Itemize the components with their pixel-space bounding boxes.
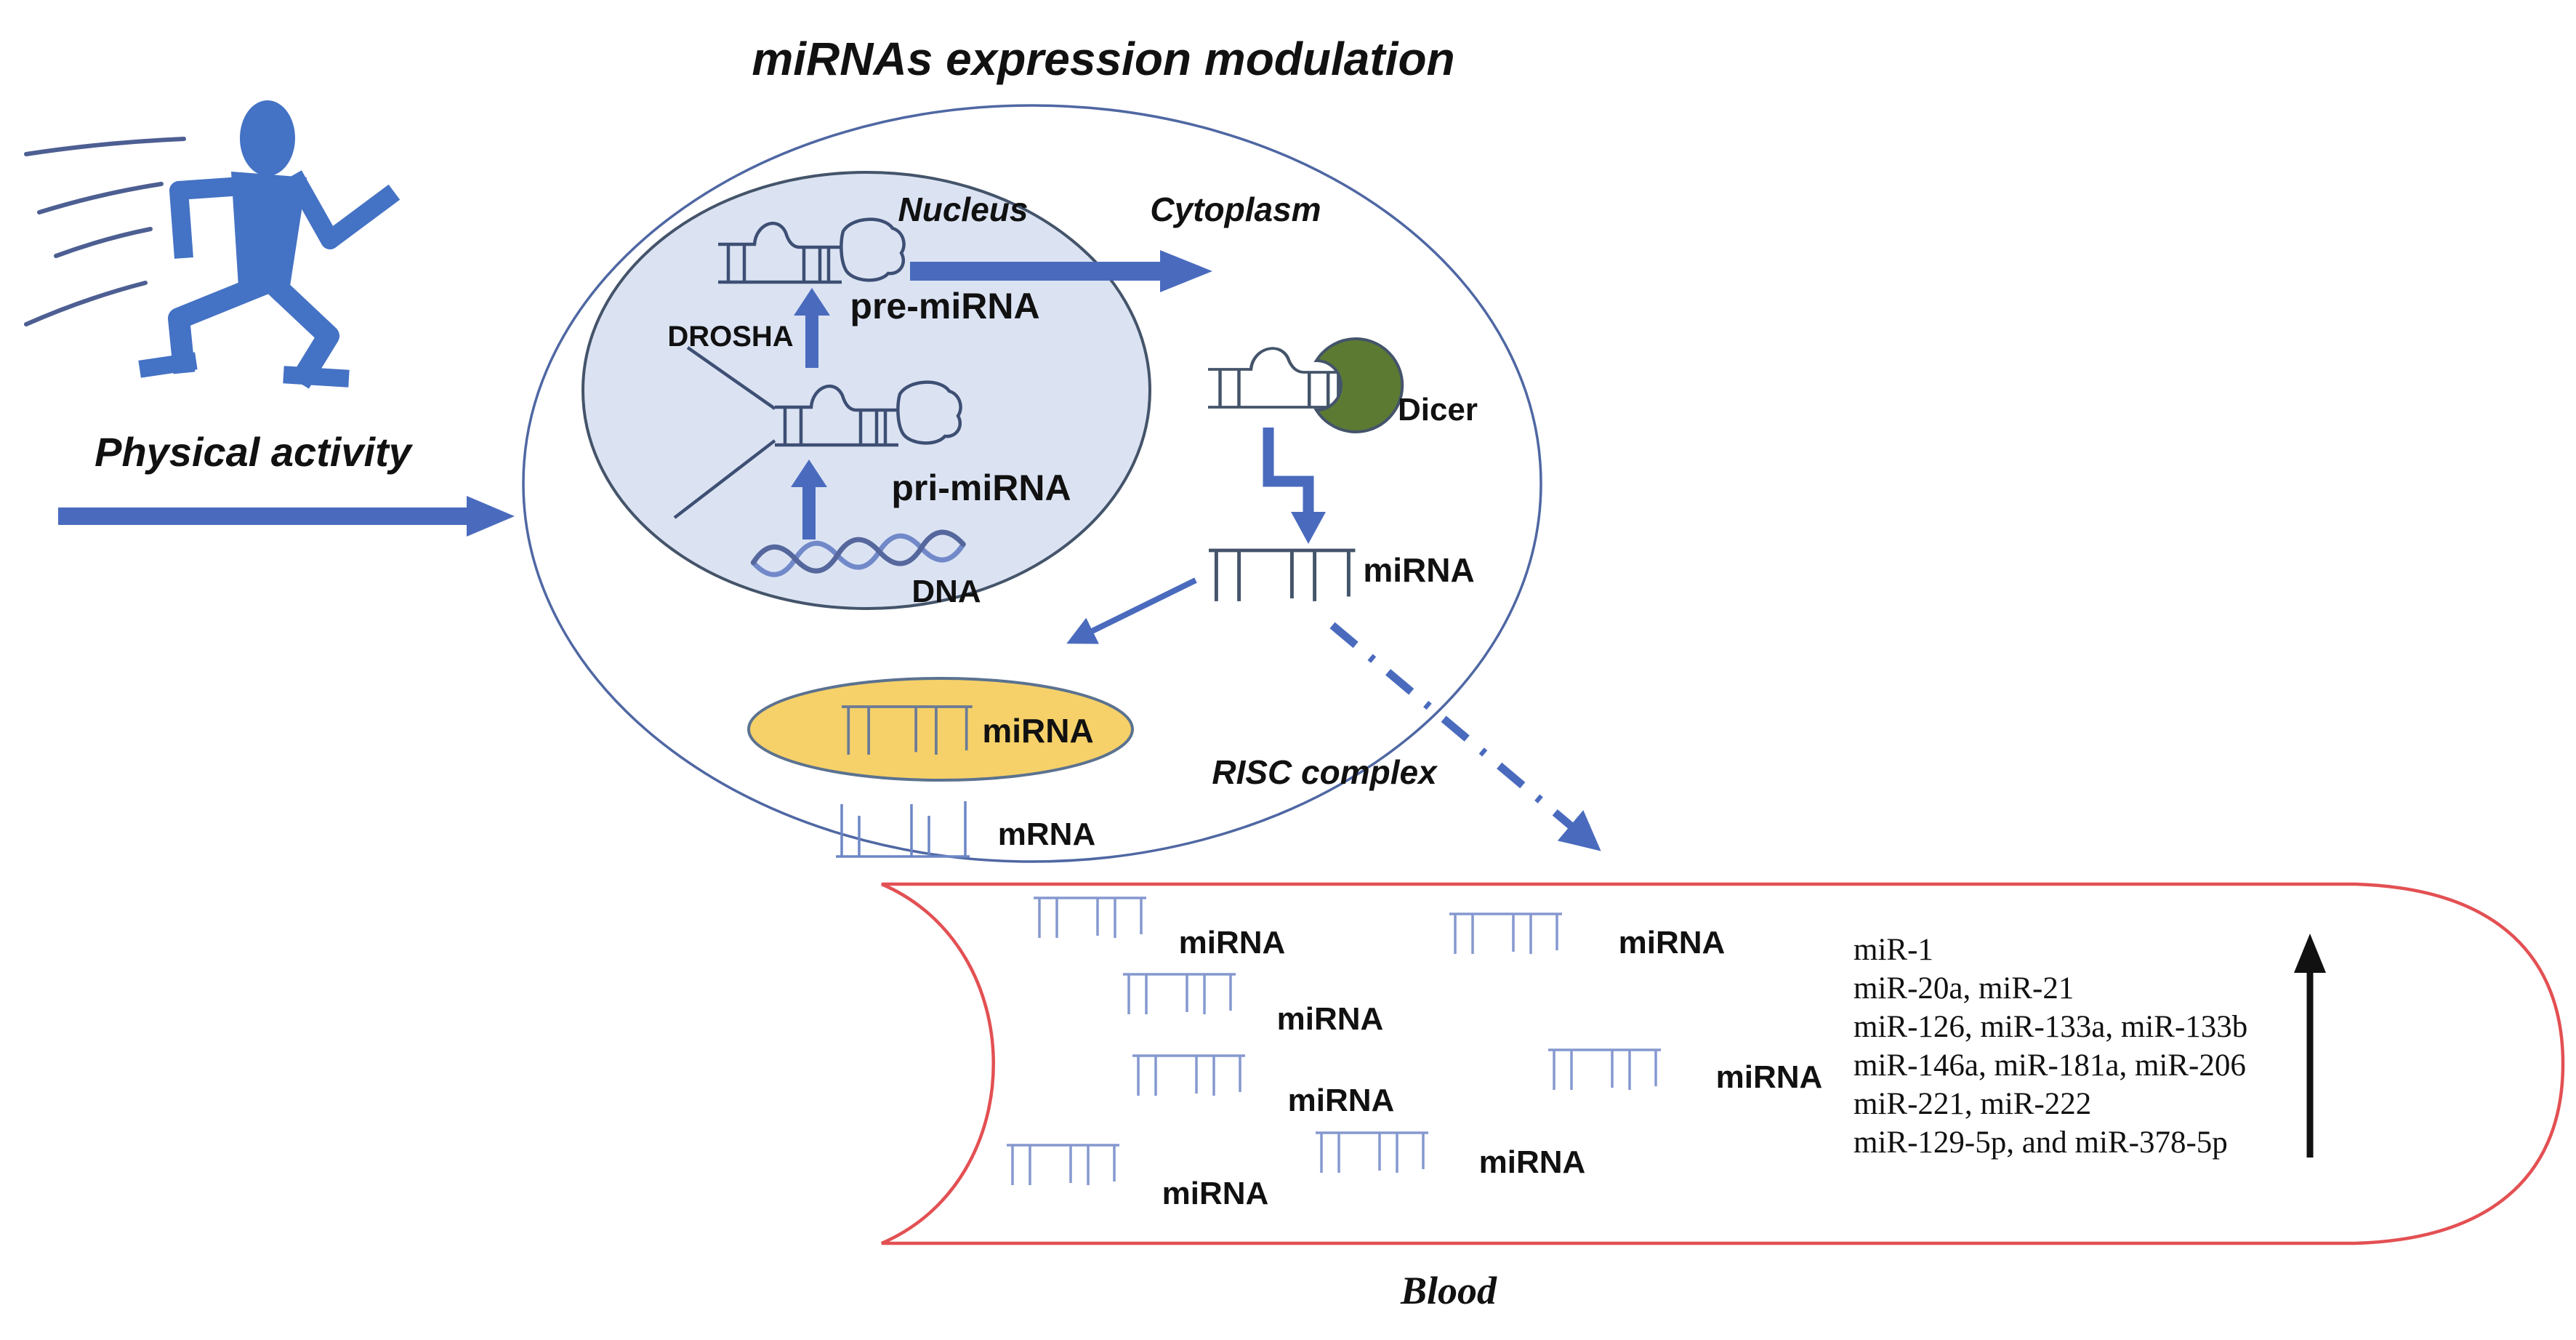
mirna-particle: [1547, 1048, 1662, 1091]
physical-activity-label: Physical activity: [94, 429, 414, 475]
pri-mirna-structure: [673, 346, 961, 519]
mirna-particle-label: miRNA: [1162, 1176, 1269, 1211]
mir-list-line: miR-221, miR-222: [1853, 1087, 2091, 1121]
mir-list-line: miR-129-5p, and miR-378-5p: [1853, 1126, 2228, 1160]
cytoplasm-label: Cytoplasm: [1150, 190, 1321, 228]
transcription-arrow: [791, 460, 827, 539]
speed-line: [54, 227, 153, 258]
pri-mirna-label: pri-miRNA: [891, 468, 1071, 508]
dna-strand: [750, 533, 966, 577]
mir-list: miR-1 miR-20a, miR-21 miR-126, miR-133a,…: [1853, 933, 2247, 1160]
drosha-arrow: [794, 288, 830, 368]
mir-list-line: miR-20a, miR-21: [1853, 971, 2074, 1006]
dna-strand: [750, 529, 966, 574]
runner-front-arm: [285, 170, 401, 249]
mirna-particle-label: miRNA: [1619, 925, 1726, 960]
mirna-particle: [1032, 896, 1148, 939]
runner-front-leg: [168, 273, 269, 374]
mirna-particle: [1005, 1144, 1121, 1187]
circulating-mirnas: [1005, 896, 1662, 1187]
up-arrow-icon: [2294, 934, 2326, 1158]
mir-list-line: miR-146a, miR-181a, miR-206: [1853, 1048, 2246, 1083]
dicer-enzyme: [1313, 337, 1404, 433]
mirna-particle: [1131, 1054, 1247, 1097]
up-arrow-head: [2294, 934, 2326, 973]
mir-list-line: miR-1: [1853, 933, 1933, 967]
runner-head: [240, 100, 295, 176]
mrna-label: mRNA: [998, 817, 1095, 852]
mirna-particle: [1448, 912, 1563, 955]
mirna-particle-label: miRNA: [1277, 1001, 1384, 1037]
risc-mirna-label: miRNA: [982, 712, 1093, 750]
page-title: miRNAs expression modulation: [752, 33, 1454, 85]
mirna-particle-label: miRNA: [1288, 1083, 1395, 1118]
speed-line: [24, 137, 186, 156]
runner-back-arm: [169, 176, 251, 259]
mature-mirna-label: miRNA: [1363, 551, 1474, 589]
blood-vessel: [881, 882, 2565, 1245]
pre-mirna-label: pre-miRNA: [850, 286, 1039, 326]
risc-complex-shape: [747, 677, 1134, 782]
speed-line: [24, 281, 148, 326]
export-arrow: [910, 250, 1212, 292]
speed-line: [37, 182, 164, 214]
mirna-to-blood-arrow: [1329, 622, 1601, 851]
speed-lines: [24, 137, 186, 326]
mrna-structure: [836, 801, 970, 858]
mirna-particle-label: miRNA: [1716, 1059, 1823, 1095]
nucleus-label: Nucleus: [898, 190, 1029, 228]
runner-back-foot: [283, 366, 350, 388]
mirna-to-risc-arrow: [1066, 577, 1197, 644]
blood-label: Blood: [1400, 1269, 1497, 1312]
runner-front-foot: [138, 352, 198, 378]
mir-list-line: miR-126, miR-133a, miR-133b: [1853, 1010, 2247, 1044]
runner-icon: [24, 100, 401, 389]
mirna-particle: [1314, 1131, 1430, 1174]
runner-back-leg: [263, 273, 339, 389]
mirna-particle-label: miRNA: [1179, 925, 1286, 960]
drosha-label: DROSHA: [667, 321, 793, 353]
physical-activity-arrow: [58, 496, 515, 537]
dna-label: DNA: [911, 574, 981, 609]
mirna-particle: [1122, 973, 1237, 1016]
dna-helix: [750, 529, 966, 577]
dicer-to-mirna-arrow: [1263, 428, 1314, 513]
dicer-label: Dicer: [1398, 392, 1478, 428]
risc-complex-label: RISC complex: [1212, 753, 1438, 791]
runner-torso: [231, 172, 307, 291]
pri-mirna-tails: [673, 346, 776, 519]
dicer-to-mirna-arrowhead: [1291, 512, 1326, 544]
mirna-particle-label: miRNA: [1479, 1144, 1586, 1180]
